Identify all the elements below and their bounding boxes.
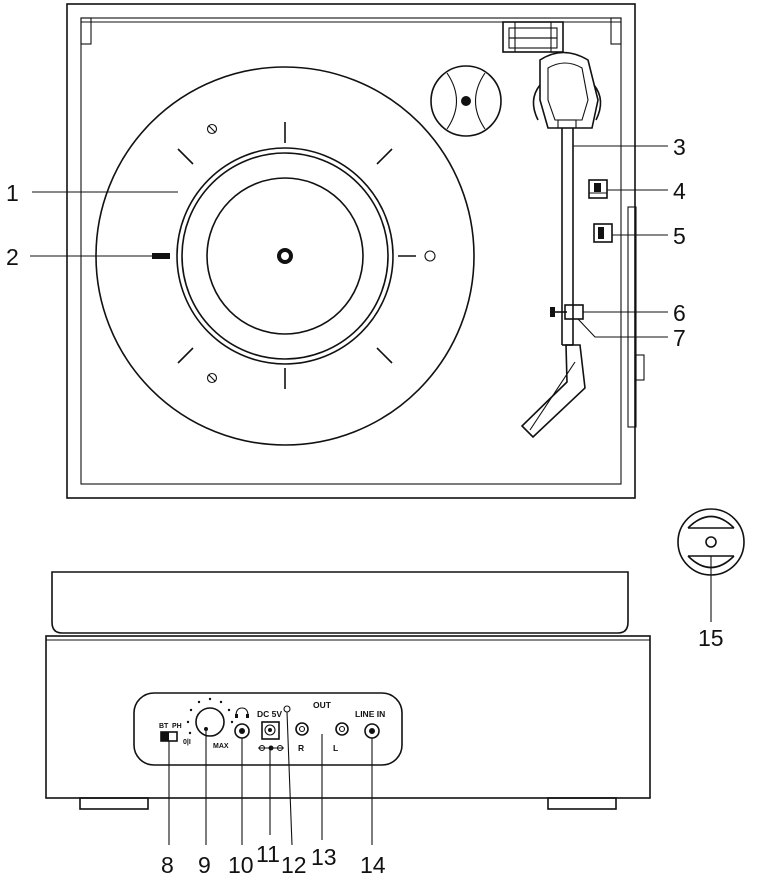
- callout-13: 13: [311, 844, 337, 870]
- callout-numbers: 1 2 3 4 5 6 7 8 9 10 11 12 13 14 15: [6, 134, 724, 878]
- callout-10: 10: [228, 852, 254, 878]
- callout-8: 8: [161, 852, 174, 878]
- lid: [51, 571, 629, 634]
- callout-14: 14: [360, 852, 386, 878]
- rear-view: BT PH 0|I MAX: [45, 571, 651, 810]
- foot-left: [79, 797, 149, 810]
- out-l-label: L: [333, 743, 338, 753]
- callout-11: 11: [256, 841, 280, 867]
- tonearm-base: [532, 51, 602, 129]
- callout-4: 4: [673, 178, 686, 204]
- headphone-jack: [234, 707, 250, 739]
- out-label: OUT: [313, 700, 332, 710]
- switch-label-power: 0|I: [183, 739, 191, 746]
- speed-switch: [588, 179, 608, 199]
- rear-body: [45, 635, 651, 799]
- hinge-block: [502, 21, 564, 53]
- callout-15: 15: [698, 625, 724, 651]
- spindle: [277, 248, 293, 264]
- line-in-label: LINE IN: [355, 709, 385, 719]
- line-in-jack: LINE IN: [355, 709, 385, 739]
- callout-6: 6: [673, 300, 686, 326]
- top-view: [66, 3, 645, 499]
- switch-label-bt: BT: [159, 723, 169, 730]
- dc-label: DC 5V: [257, 709, 282, 719]
- side-panel: [627, 206, 637, 428]
- volume-knob: MAX: [186, 697, 234, 750]
- adapter-holder: [430, 65, 502, 137]
- dc-input: DC 5V: [257, 709, 284, 752]
- switch-label-ph: PH: [172, 723, 182, 730]
- callout-12: 12: [281, 852, 307, 878]
- auto-stop-switch: [593, 223, 613, 243]
- volume-max-label: MAX: [213, 743, 229, 750]
- callout-2: 2: [6, 244, 19, 270]
- rear-panel: BT PH 0|I MAX: [133, 692, 403, 766]
- callout-5: 5: [673, 223, 686, 249]
- mode-switch: BT PH 0|I: [159, 723, 191, 746]
- lid-frame: [80, 17, 622, 485]
- rca-out: OUT R L: [295, 700, 349, 753]
- callout-9: 9: [198, 852, 211, 878]
- leader-lines: [30, 145, 712, 846]
- callout-1: 1: [6, 180, 19, 206]
- callout-3: 3: [673, 134, 686, 160]
- turntable-body-outline: [66, 3, 636, 499]
- tonearm: [520, 128, 586, 439]
- foot-right: [547, 797, 617, 810]
- platter: [95, 66, 475, 446]
- power-led: [283, 705, 291, 713]
- callout-7: 7: [673, 325, 686, 351]
- out-r-label: R: [298, 743, 304, 753]
